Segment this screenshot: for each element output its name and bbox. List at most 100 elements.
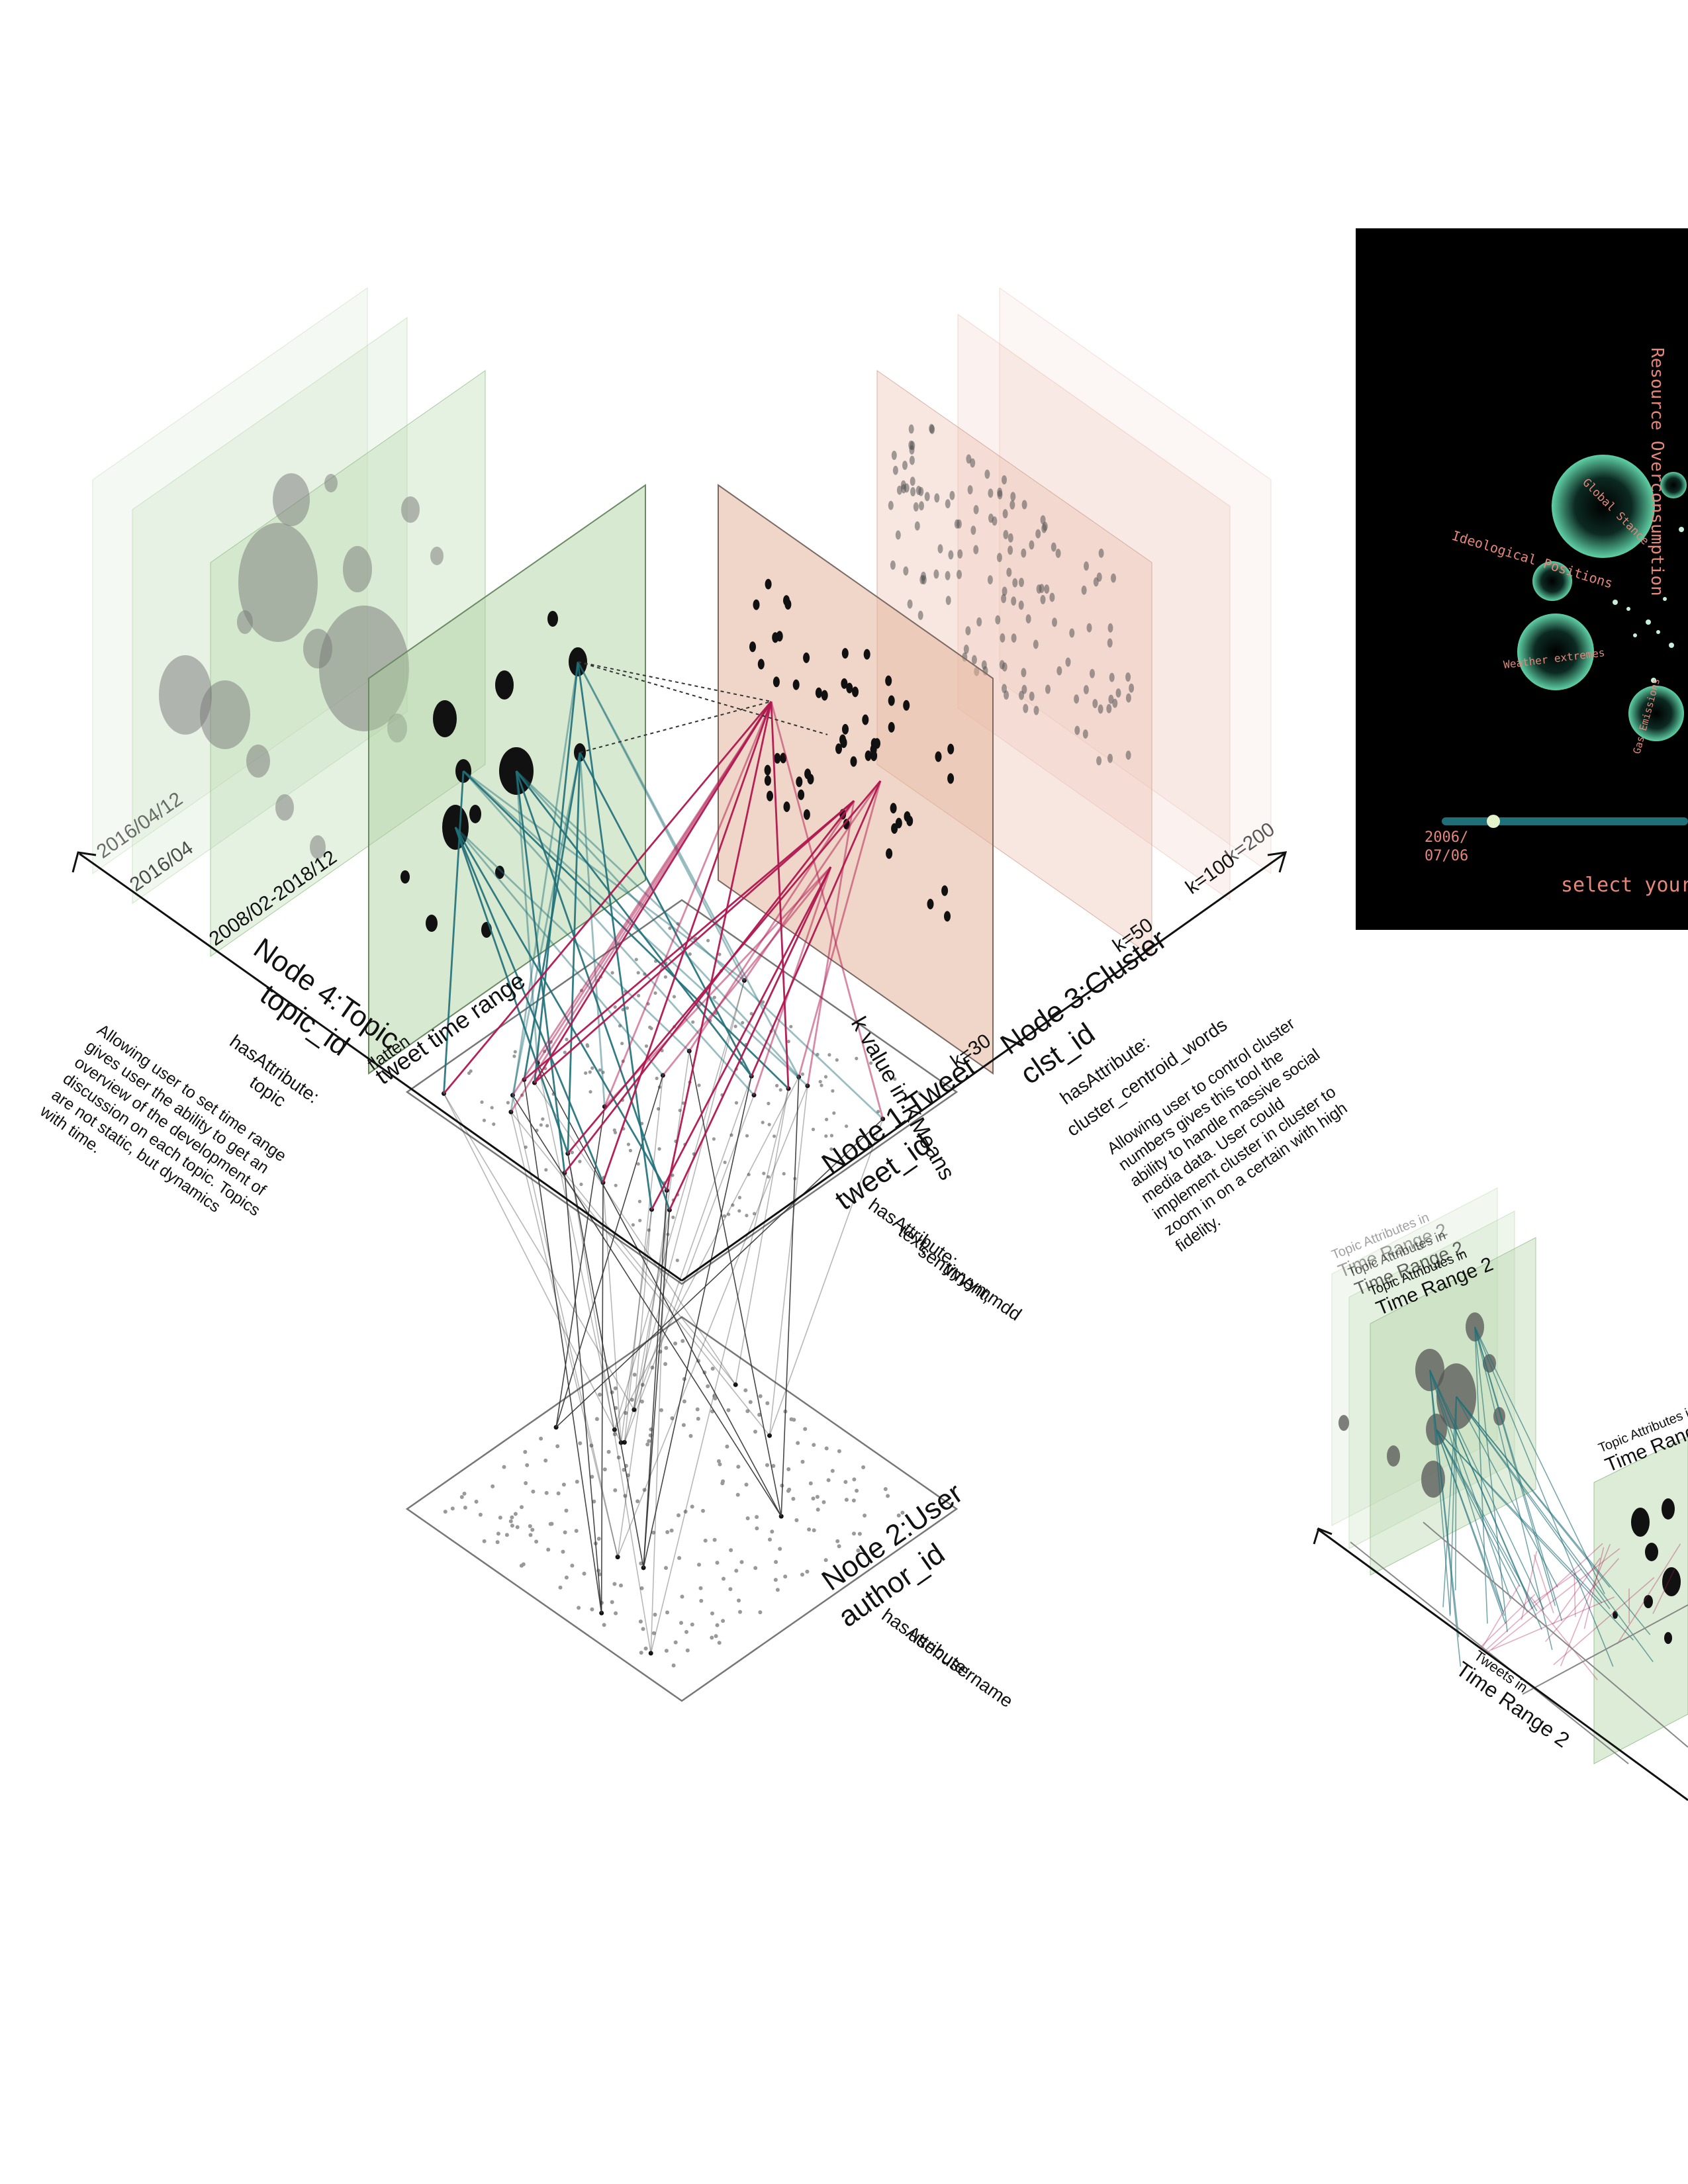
- user-dot: [669, 1528, 674, 1533]
- topic-tweet-link: [567, 752, 581, 1154]
- cluster-dot-faint: [1055, 549, 1061, 559]
- tweet-dot: [480, 1100, 484, 1104]
- user-dot: [478, 1512, 483, 1517]
- cluster-dot-faint: [957, 549, 963, 559]
- user-dot: [851, 1498, 856, 1503]
- tweet-dot: [691, 1020, 695, 1024]
- user-dot: [800, 1572, 804, 1577]
- cluster-dot: [947, 773, 955, 784]
- time-slider-track[interactable]: [1442, 817, 1688, 825]
- tweet-dot: [614, 1183, 618, 1187]
- time-range-inset: Topic Attributes in Time Range 2 Topic A…: [1313, 1187, 1688, 1801]
- cluster-dot-faint: [1040, 515, 1046, 525]
- cluster-dot: [862, 714, 869, 725]
- cluster-dot-faint: [1086, 623, 1092, 633]
- cluster-dot-faint: [910, 477, 915, 486]
- inset-floor: [1350, 1522, 1688, 1764]
- user-dot: [555, 1444, 560, 1449]
- panel-select-prompt[interactable]: select your: [1561, 874, 1688, 897]
- inset-link: [1429, 1369, 1505, 1616]
- user-plane: [405, 1316, 959, 1702]
- user-dot: [531, 1489, 536, 1494]
- inset-link-red: [1521, 1551, 1538, 1620]
- user-dot: [602, 1467, 607, 1472]
- user-dot: [794, 1518, 799, 1522]
- tweet-dot: [628, 1148, 633, 1153]
- tweet-dot: [786, 1040, 790, 1044]
- topic-tweet-link: [463, 770, 808, 1087]
- cluster-tweet-link: [510, 701, 773, 1113]
- cluster-tweet-link: [534, 799, 855, 1084]
- cluster-dot-faint: [967, 485, 973, 495]
- user-dot: [690, 1622, 694, 1627]
- user-dot: [778, 1547, 782, 1551]
- cluster-dot: [783, 801, 790, 812]
- tweet-dot: [490, 1106, 494, 1110]
- user-dot: [697, 1563, 701, 1567]
- user-dot: [577, 1606, 581, 1610]
- cluster-dot-faint: [1045, 684, 1051, 694]
- user-dot: [508, 1519, 513, 1524]
- user-dot: [528, 1524, 532, 1528]
- user-dot: [671, 1663, 676, 1668]
- user-dot: [681, 1423, 686, 1428]
- inset-link: [1429, 1369, 1544, 1610]
- user-dots: [443, 1339, 905, 1668]
- user-dot: [717, 1641, 722, 1645]
- user-dot: [498, 1516, 502, 1520]
- cluster-dot-faint: [1106, 704, 1112, 713]
- tweet-dot: [657, 1147, 661, 1151]
- user-dot: [482, 1539, 487, 1543]
- cluster-dot-faint: [1001, 594, 1007, 604]
- user-dot: [830, 1469, 835, 1473]
- user-dot: [677, 1513, 680, 1518]
- user-tweet-link: [633, 1209, 653, 1410]
- user-dot: [816, 1508, 820, 1512]
- user-dot: [632, 1373, 637, 1377]
- user-dot: [753, 1566, 758, 1570]
- user-dot: [543, 1458, 548, 1463]
- time-slider-handle[interactable]: [1487, 815, 1500, 828]
- user-tweet-link: [614, 1076, 800, 1430]
- tweet-dot: [672, 995, 677, 999]
- user-dot: [610, 1600, 614, 1604]
- inset-link: [1436, 1429, 1603, 1604]
- user-dot: [863, 1514, 867, 1518]
- user-dot: [574, 1529, 579, 1533]
- cluster-dot-faint: [1010, 492, 1016, 502]
- user-dot: [734, 1569, 739, 1573]
- user-tweet-link: [600, 1182, 604, 1614]
- tweet-dot: [789, 1024, 793, 1028]
- user-dot: [739, 1560, 744, 1565]
- inset-link-red: [1544, 1558, 1620, 1643]
- user-dot: [589, 1443, 594, 1448]
- user-dot: [758, 1610, 763, 1615]
- cluster-dot-faint: [1002, 586, 1008, 596]
- cluster-dot-faint: [892, 465, 898, 475]
- panel-bubbles: [1517, 455, 1687, 741]
- bubble-overconsumption: [1660, 472, 1687, 498]
- tweet-dot: [723, 1160, 727, 1164]
- cluster-dot-faint: [896, 485, 902, 495]
- user-dot: [706, 1384, 710, 1388]
- cluster-dot: [783, 595, 790, 606]
- user-tweet-link: [643, 1190, 668, 1568]
- user-dot: [575, 1479, 579, 1484]
- cluster-dot: [765, 578, 772, 590]
- cluster-dot-faint: [908, 424, 914, 434]
- cluster-dots-front: [749, 578, 955, 922]
- cluster-tweet-link: [743, 780, 882, 981]
- cluster-layers: [718, 287, 1272, 1075]
- topic-tweet-link: [579, 752, 606, 1107]
- cluster-tweet-link: [806, 800, 855, 1086]
- tweet-dot: [668, 926, 672, 931]
- user-dot: [725, 1444, 729, 1449]
- user-dot: [726, 1408, 731, 1412]
- tweet-dot: [773, 1134, 776, 1138]
- tweet-dot: [620, 1042, 624, 1046]
- user-dot: [651, 1631, 656, 1635]
- user-tweet-link: [537, 1062, 782, 1517]
- tweet-plane: [405, 899, 959, 1285]
- inset-link: [1429, 1369, 1511, 1600]
- cluster-dot-faint: [963, 645, 969, 654]
